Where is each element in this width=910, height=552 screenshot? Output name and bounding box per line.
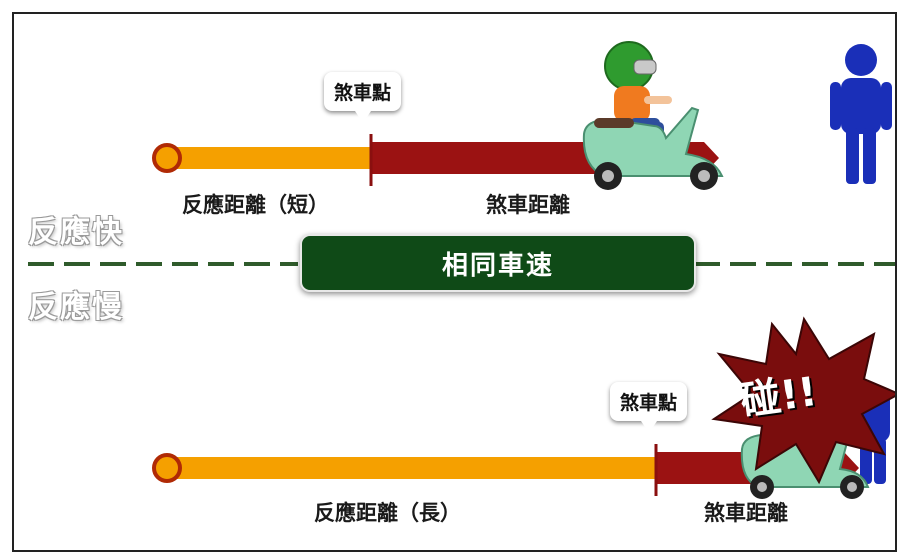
reaction-distance-long-label: 反應距離（長） <box>314 501 461 525</box>
start-point-top <box>152 143 182 173</box>
braking-distance-label-bottom: 煞車距離 <box>704 501 788 525</box>
pedestrian-icon-top <box>830 44 892 184</box>
reaction-distance-short-label: 反應距離（短） <box>182 193 329 217</box>
divider-left <box>28 262 298 266</box>
brake-point-label-bottom: 煞車點 <box>620 392 678 414</box>
same-speed-banner: 相同車速 <box>300 234 696 292</box>
slow-reaction-label: 反應慢 <box>28 290 124 325</box>
reaction-bar-bottom <box>167 457 657 479</box>
scooter-rider-top <box>582 41 724 190</box>
brake-point-callout-bottom: 煞車點 <box>610 382 688 433</box>
crash-text: 碰!! <box>737 368 820 426</box>
crash-burst-icon <box>711 316 895 485</box>
diagram-graphics <box>152 41 895 499</box>
brake-point-label-top: 煞車點 <box>334 82 392 104</box>
braking-distance-label-top: 煞車距離 <box>486 193 570 217</box>
reaction-bar-top <box>167 147 372 169</box>
diagram-frame: 煞車點 <box>12 12 897 552</box>
fast-reaction-label: 反應快 <box>28 215 124 250</box>
start-point-bottom <box>152 453 182 483</box>
divider-right <box>694 262 895 266</box>
brake-point-callout-top: 煞車點 <box>324 72 402 123</box>
same-speed-text: 相同車速 <box>441 250 554 281</box>
